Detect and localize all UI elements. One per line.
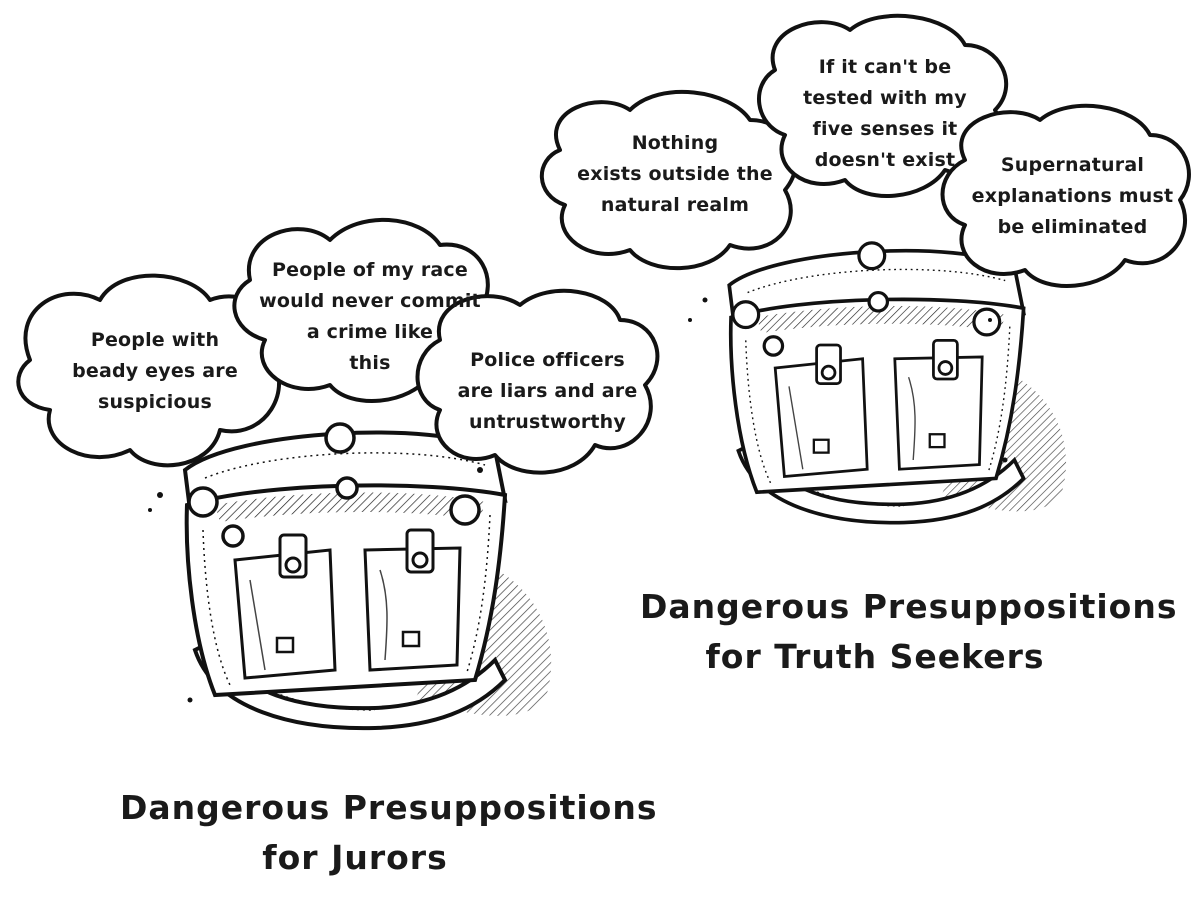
cloud-supernatural: Supernatural explanations must be elimin… (971, 154, 1174, 238)
cloud-police-officers: Police officers are liars and are untrus… (457, 349, 638, 433)
ink-splatters (148, 297, 1008, 703)
caption-jurors: Dangerous Presuppositions for Jurors (120, 788, 658, 877)
cloud-shape (415, 288, 660, 475)
cloud-shape (940, 103, 1191, 288)
juror-satchel-drawing (183, 422, 554, 731)
caption-truth-seekers: Dangerous Presuppositions for Truth Seek… (640, 587, 1178, 676)
cloud-shape (16, 273, 282, 468)
truth-satchel-drawing (727, 241, 1068, 525)
cloud-my-race: People of my race would never commit a c… (259, 259, 481, 374)
cloud-natural-realm: Nothing exists outside the natural realm (577, 132, 773, 216)
cloud-five-senses: If it can't be tested with my five sense… (803, 56, 967, 171)
cloud-beady-eyes: People with beady eyes are suspicious (72, 329, 238, 413)
cloud-shape (539, 89, 798, 271)
